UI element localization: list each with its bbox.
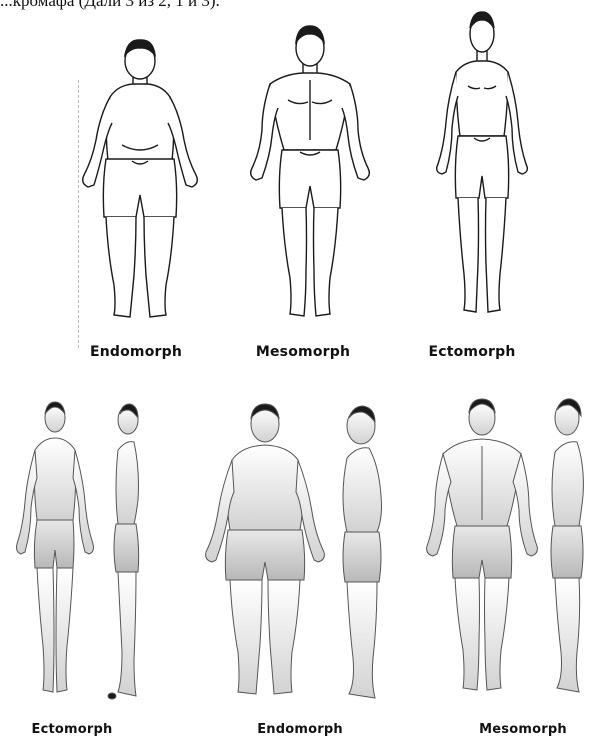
bottom-label-mesomorph: Mesomorph <box>468 722 578 737</box>
ectomorph-front-shaded-figure <box>5 398 105 700</box>
mesomorph-front-figure <box>240 22 380 327</box>
ectomorph-front-figure <box>412 8 552 323</box>
mesomorph-front-shaded-figure <box>425 396 540 698</box>
top-label-endomorph: Endomorph <box>86 344 186 360</box>
bottom-label-endomorph: Endomorph <box>245 722 355 737</box>
endomorph-front-figure <box>70 35 210 330</box>
mesomorph-side-shaded-figure <box>535 396 594 698</box>
top-label-mesomorph: Mesomorph <box>248 344 358 360</box>
bottom-label-ectomorph: Ectomorph <box>22 722 122 737</box>
ectomorph-side-shaded-figure <box>100 400 160 702</box>
endomorph-side-shaded-figure <box>325 402 400 704</box>
top-label-ectomorph: Ectomorph <box>422 344 522 360</box>
endomorph-front-shaded-figure <box>200 400 330 702</box>
